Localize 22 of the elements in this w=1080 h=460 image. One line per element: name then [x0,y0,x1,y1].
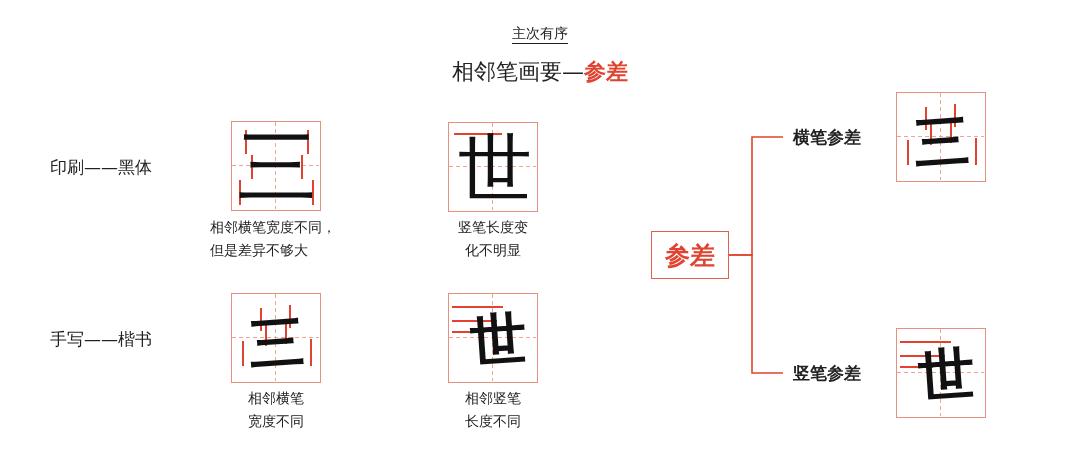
character-grid [896,92,986,182]
branch-label: 竖笔参差 [783,361,861,385]
term-box: 参差 [651,231,729,279]
handwritten-character: 三 [247,312,307,372]
character-grid [448,293,538,383]
subtitle: 主次有序 [512,24,568,43]
character-grid [448,122,538,212]
handwritten-character: 世 [469,309,529,369]
description: 相邻竖笔长度不同 [464,389,522,431]
row-label: 印刷——黑体 [50,156,152,179]
row-label: 手写——楷书 [50,328,152,351]
branch-label: 横笔参差 [783,125,861,149]
connector [728,254,784,374]
handwritten-character: 三 [912,111,972,171]
diagram-title: 相邻笔画要—参差 [452,58,628,86]
handwritten-character: 世 [917,344,977,404]
description: 竖笔长度变化不明显 [457,218,529,260]
printed-character: 世 [458,131,532,205]
character-grid [231,293,321,383]
description: 相邻横笔宽度不同，但是差异不够大 [209,218,337,260]
character-grid [896,328,986,418]
description: 相邻横笔宽度不同 [247,389,305,431]
